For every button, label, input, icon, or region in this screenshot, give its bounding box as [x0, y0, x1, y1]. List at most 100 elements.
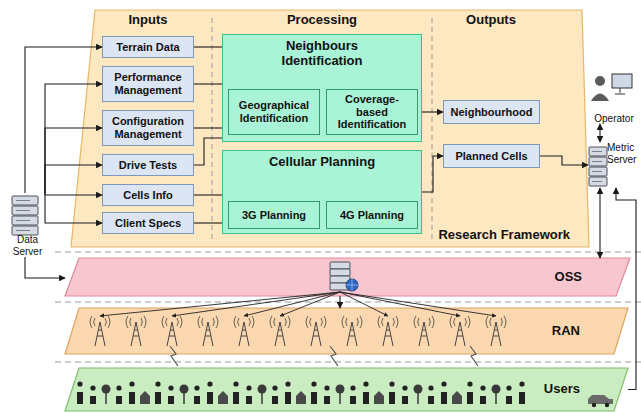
person-icon [116, 396, 122, 404]
signal-waves [450, 316, 470, 328]
metric-server: Metric Server [588, 142, 640, 188]
signal-waves [90, 316, 110, 328]
layer-name: RAN [552, 324, 580, 339]
tree-icon [102, 385, 111, 394]
house-icon [452, 391, 462, 404]
connector [194, 46, 222, 47]
box-label: Geographical Identification [233, 99, 315, 124]
car-icon [588, 395, 613, 407]
house-icon [140, 391, 150, 404]
person-icon [285, 392, 291, 404]
connector [194, 138, 222, 165]
person-icon [480, 385, 485, 390]
label-holder: Inputs [88, 13, 208, 28]
label-holder: OSS [555, 258, 582, 296]
label-holder: RAN [552, 308, 580, 354]
tree-icon [336, 385, 345, 394]
shape-fill [71, 10, 589, 247]
tree-icon [492, 385, 501, 394]
group-title: Cellular Planning [251, 155, 393, 170]
person-icon [389, 392, 395, 404]
connector [194, 127, 222, 128]
oss-server-icon [330, 262, 358, 291]
person-icon [389, 381, 394, 386]
signal-waves [270, 316, 290, 328]
connector [45, 165, 102, 193]
layer-name: OSS [555, 270, 582, 285]
label-holder: Operator [588, 113, 640, 125]
box-label: Cells Info [123, 189, 173, 202]
tree-icon [417, 393, 419, 404]
input-box: Terrain Data [102, 36, 194, 58]
shape-outline [65, 368, 628, 411]
person-icon [155, 392, 161, 404]
column-heading: Processing [262, 13, 382, 28]
person-icon [116, 385, 121, 390]
person-icon [272, 385, 277, 390]
panel-title: Research Framework [438, 228, 570, 243]
server-icon [589, 147, 607, 186]
input-box: Client Specs [102, 212, 194, 234]
box-label: Drive Tests [119, 159, 178, 172]
connector [599, 188, 600, 258]
tower-icon [203, 322, 213, 346]
label-holder: Neighbours Identification [251, 39, 393, 69]
column-divider [212, 18, 432, 242]
person-icon [519, 392, 525, 404]
fan-arrow [340, 292, 460, 316]
signal-waves [162, 316, 182, 328]
tree-icon [495, 393, 497, 404]
tower-icon [239, 322, 249, 346]
connector [25, 47, 102, 193]
connector [194, 194, 222, 195]
signal-waves [234, 316, 254, 328]
connector [339, 296, 340, 308]
label-holder: Cellular Planning [251, 155, 393, 170]
box-label: Performance Management [107, 71, 189, 96]
person-icon [272, 396, 278, 404]
person-icon [506, 396, 512, 404]
person-icon [129, 392, 135, 404]
output-box: Planned Cells [443, 144, 540, 168]
tower-icon [275, 322, 285, 346]
input-box: Performance Management [102, 66, 194, 102]
connector [25, 257, 65, 278]
layer-name: Users [544, 382, 580, 397]
tower-icon [419, 322, 429, 346]
connector [422, 156, 443, 192]
person-icon [428, 396, 434, 404]
lightning-symbol [170, 346, 478, 366]
tree-icon [105, 393, 107, 404]
box-label: Configuration Management [107, 115, 189, 140]
box-label: Coverage-based Identification [331, 93, 413, 131]
tower-icon [311, 322, 321, 346]
label-holder: Metric Server [607, 142, 640, 165]
person-icon [90, 385, 95, 390]
fan-arrow [244, 292, 340, 316]
tree-icon [183, 393, 185, 404]
person-icon [350, 385, 355, 390]
tower-icon [95, 322, 105, 346]
connector [45, 84, 102, 193]
box-label: Neighbourhood [451, 106, 533, 119]
icon-label: Metric Server [607, 142, 640, 165]
input-box: Cells Info [102, 184, 194, 206]
person-icon [363, 381, 368, 386]
framework-panel: Research Framework Terrain DataPerformanc… [70, 10, 590, 248]
connector [540, 156, 588, 165]
person-icon [233, 392, 239, 404]
process-group: Cellular Planning3G Planning4G Planning [222, 150, 422, 234]
signal-waves [342, 316, 362, 328]
icon-label: Data Server [5, 234, 50, 257]
tree-icon [414, 385, 423, 394]
person-icon [155, 381, 160, 386]
person-icon [441, 392, 447, 404]
signal-waves [198, 316, 218, 328]
connector [616, 188, 636, 390]
column-heading: Outputs [431, 13, 551, 28]
process-box: 3G Planning [228, 201, 320, 229]
connector [422, 111, 443, 112]
tower-icon [167, 322, 177, 346]
process-group: Neighbours IdentificationGeographical Id… [222, 34, 422, 142]
